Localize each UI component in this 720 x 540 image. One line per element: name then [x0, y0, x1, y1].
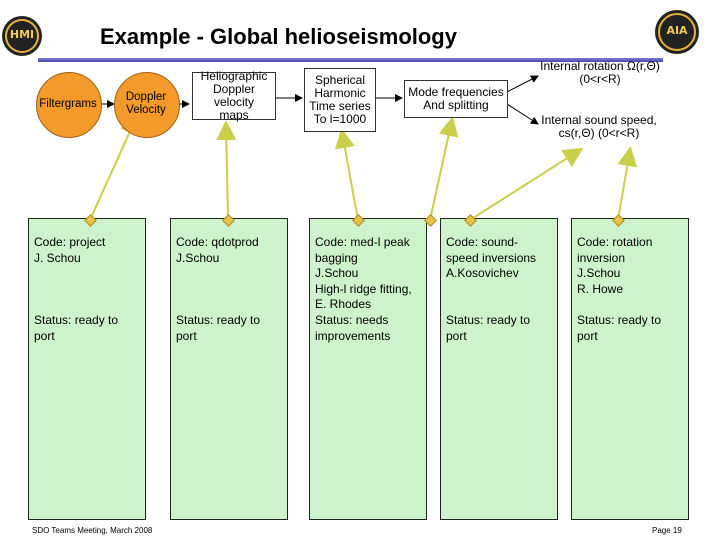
arrow-mode-rotation	[506, 75, 539, 93]
pointer-card3b	[429, 116, 459, 221]
slide-title: Example - Global helioseismology	[100, 24, 457, 49]
page-number: Page 19	[652, 526, 682, 535]
hmi-logo: HMI	[2, 16, 42, 56]
title-underline	[38, 58, 663, 62]
footer-meeting: SDO Teams Meeting, March 2008	[32, 526, 153, 535]
rotation-label: Internal rotation Ω(r,Θ)(0<r<R)	[540, 59, 660, 86]
aia-logo: AIA	[655, 10, 699, 54]
pointer-card1	[89, 114, 139, 221]
filtergrams-label: Filtergrams	[39, 98, 97, 110]
pointer-card5	[617, 146, 638, 221]
filtergrams-node	[36, 72, 102, 138]
sound-speed-label: Internal sound speed,cs(r,Θ) (0<r<R)	[541, 113, 657, 140]
pointer-card4	[469, 147, 584, 221]
doppler-node	[114, 72, 180, 138]
arrow-mode-sound	[506, 103, 539, 125]
pointer-card2	[216, 120, 237, 221]
pointer-card3	[335, 128, 359, 221]
